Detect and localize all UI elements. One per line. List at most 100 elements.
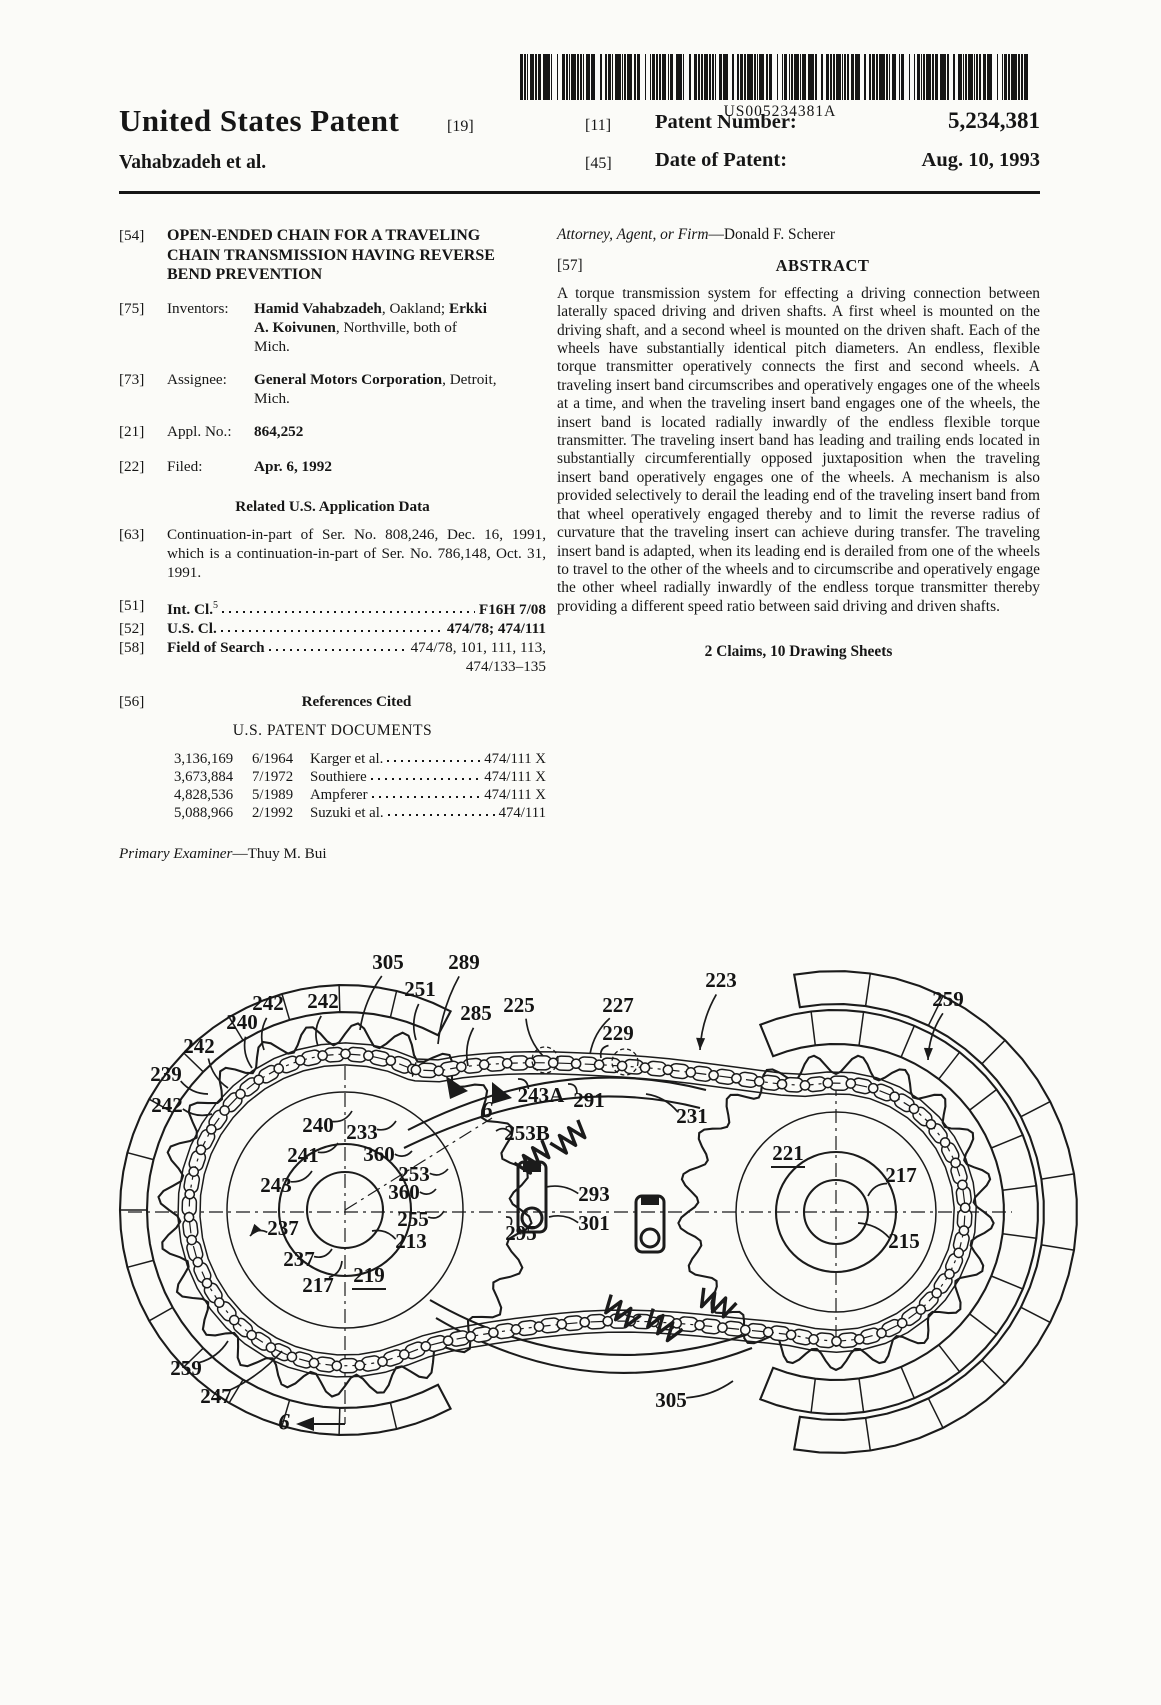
field-tag: [21] <box>119 422 144 441</box>
figure-ref-label: 291 <box>573 1088 605 1112</box>
figure-ref-label: 285 <box>460 1001 492 1025</box>
figure-ref-label: 242 <box>307 989 339 1013</box>
reference-name: Karger et al. <box>310 750 383 768</box>
reference-number: 3,136,169 <box>174 750 252 768</box>
reference-name: Southiere <box>310 768 367 786</box>
right-column: Attorney, Agent, or Firm—Donald F. Scher… <box>557 226 1040 662</box>
date-of-patent-tag: [45] <box>585 155 612 173</box>
reference-date: 7/1972 <box>252 768 310 786</box>
assignee-row: [73] Assignee: General Motors Corporatio… <box>119 370 546 408</box>
patent-number-value: 5,234,381 <box>800 108 1040 134</box>
us-cl-label: U.S. Cl. <box>167 619 217 638</box>
header-rule <box>119 191 1040 194</box>
assignee-value: General Motors Corporation, Detroit,Mich… <box>254 370 546 408</box>
dot-leader <box>269 641 407 652</box>
inventors-row: [75] Inventors: Hamid Vahabzadeh, Oaklan… <box>119 299 546 356</box>
figure-ref-label: 221 <box>772 1141 804 1165</box>
dot-leader <box>372 788 481 799</box>
figure-ref-label: 259 <box>932 987 964 1011</box>
filed-value: Apr. 6, 1992 <box>254 457 546 476</box>
us-cl-row: [52] U.S. Cl. 474/78; 474/111 <box>119 619 546 638</box>
figure-ref-label: 293 <box>578 1182 610 1206</box>
related-application-row: [63] Continuation-in-part of Ser. No. 80… <box>119 525 546 582</box>
reference-class: 474/111 X <box>484 750 546 768</box>
reference-number: 5,088,966 <box>174 804 252 822</box>
figure-ref-label: 360 <box>363 1142 395 1166</box>
invention-title-row: [54] OPEN-ENDED CHAIN FOR A TRAVELINGCHA… <box>119 226 546 285</box>
assignee-label: Assignee: <box>167 370 227 389</box>
reference-row: 3,136,1696/1964Karger et al. 474/111 X <box>119 750 546 768</box>
reference-row: 4,828,5365/1989Ampferer474/111 X <box>119 786 546 804</box>
field-tag: [58] <box>119 638 144 657</box>
figure-ref-label: 259 <box>170 1356 202 1380</box>
figure-ref-label: 360 <box>388 1180 420 1204</box>
dot-leader <box>371 770 480 781</box>
abstract-text: A torque transmission system for effecti… <box>557 285 1040 616</box>
reference-date: 6/1964 <box>252 750 310 768</box>
int-cl-label: Int. Cl.5 <box>167 596 218 619</box>
figure-ref-label: 289 <box>448 950 480 974</box>
figure-ref-label: 295 <box>505 1221 537 1245</box>
figure-ref-label: 217 <box>302 1273 334 1297</box>
figure-ref-label: 227 <box>602 993 634 1017</box>
patent-number-tag: [11] <box>585 117 611 135</box>
dot-leader <box>388 806 495 817</box>
figure-ref-label: 242 <box>183 1034 215 1058</box>
filed-row: [22] Filed: Apr. 6, 1992 <box>119 457 546 476</box>
figure-ref-label: 243A <box>518 1083 566 1107</box>
reference-row: 5,088,9662/1992Suzuki et al. 474/111 <box>119 804 546 822</box>
related-application-heading: Related U.S. Application Data <box>119 497 546 516</box>
reference-name: Suzuki et al. <box>310 804 384 822</box>
figure-ref-label: 241 <box>287 1143 319 1167</box>
figure-ref-label: 6 <box>278 1409 290 1434</box>
figure-ref-label: 237 <box>267 1216 299 1240</box>
us-patent-documents-heading: U.S. PATENT DOCUMENTS <box>119 721 546 740</box>
figure-ref-label: 247 <box>200 1384 232 1408</box>
figure-ref-label: 233 <box>346 1120 378 1144</box>
attorney-line: Attorney, Agent, or Firm—Donald F. Scher… <box>557 226 1040 244</box>
figure-ref-label: 219 <box>353 1263 385 1287</box>
field-tag: [54] <box>119 226 144 245</box>
date-of-patent-label: Date of Patent: <box>655 149 787 172</box>
reference-date: 5/1989 <box>252 786 310 804</box>
inventors-label: Inventors: <box>167 299 229 318</box>
references-cited-row: [56] References Cited <box>119 692 546 711</box>
figure-ref-label: 223 <box>705 968 737 992</box>
figure-ref-label: 251 <box>404 977 436 1001</box>
filed-label: Filed: <box>167 457 202 476</box>
figure-ref-label: 239 <box>150 1062 182 1086</box>
figure-ref-label: 301 <box>578 1211 610 1235</box>
application-number-row: [21] Appl. No.: 864,252 <box>119 422 546 441</box>
primary-examiner-line: Primary Examiner—Thuy M. Bui <box>119 844 546 863</box>
figure-ref-label: 305 <box>655 1388 687 1412</box>
reference-class: 474/111 X <box>484 786 546 804</box>
field-tag: [51] <box>119 596 144 615</box>
patent-drawing: 3052892512422422402422392422852252272292… <box>0 940 1161 1460</box>
field-of-search-row: [58] Field of Search 474/78, 101, 111, 1… <box>119 638 546 657</box>
figure-ref-label: 253B <box>504 1121 550 1145</box>
figure-ref-label: 240 <box>226 1010 258 1034</box>
reference-date: 2/1992 <box>252 804 310 822</box>
figure-ref-label: 231 <box>676 1104 708 1128</box>
dot-leader <box>387 752 480 763</box>
left-column: [54] OPEN-ENDED CHAIN FOR A TRAVELINGCHA… <box>119 226 546 863</box>
figure-ref-label: 225 <box>503 993 535 1017</box>
field-tag: [56] <box>119 692 144 711</box>
field-of-search-label: Field of Search <box>167 638 265 657</box>
dot-leader <box>221 622 443 633</box>
int-cl-value: F16H 7/08 <box>479 600 546 619</box>
abstract-heading-row: [57] ABSTRACT <box>557 257 1040 275</box>
invention-title: OPEN-ENDED CHAIN FOR A TRAVELINGCHAIN TR… <box>167 226 546 285</box>
figure-ref-label: 229 <box>602 1021 634 1045</box>
references-table: 3,136,1696/1964Karger et al. 474/111 X3,6… <box>119 750 546 822</box>
abstract-heading: ABSTRACT <box>605 257 1040 275</box>
figure-ref-label: 217 <box>885 1163 917 1187</box>
reference-class: 474/111 <box>499 804 546 822</box>
claims-drawing-sheets-line: 2 Claims, 10 Drawing Sheets <box>557 643 1040 661</box>
figure-ref-label: 255 <box>397 1207 429 1231</box>
field-tag: [52] <box>119 619 144 638</box>
reference-row: 3,673,8847/1972Southiere474/111 X <box>119 768 546 786</box>
field-tag: [22] <box>119 457 144 476</box>
drawing-reference-labels: 3052892512422422402422392422852252272292… <box>150 950 964 1434</box>
figure-ref-label: 215 <box>888 1229 920 1253</box>
